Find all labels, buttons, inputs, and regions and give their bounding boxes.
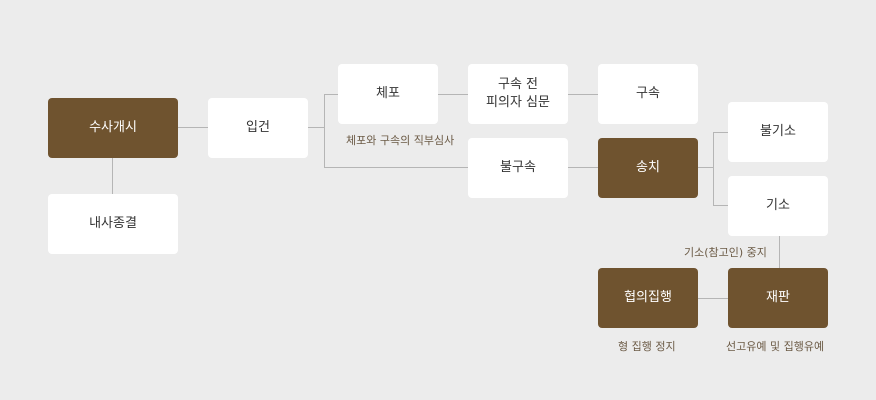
connector-arrest-to-hearing [438,94,468,95]
connector-branch-to-non-detention [324,167,468,168]
node-prosecution: 기소 [728,176,828,236]
note-arrest-review: 체포와 구속의 직부심사 [346,134,455,147]
connector-to-prosecution [713,205,728,206]
node-non-prosecution: 불기소 [728,102,828,162]
node-label: 불구속 [500,160,536,175]
node-label: 송치 [636,160,660,175]
node-label: 체포 [376,86,400,101]
connector-start-to-booking [178,127,208,128]
connector-branch-to-arrest [324,94,338,95]
node-label-line2: 피의자 심문 [486,95,550,110]
connector-start-to-closure [112,158,113,194]
node-booking: 입건 [208,98,308,158]
connector-booking-branch [308,127,324,128]
node-referral: 송치 [598,138,698,198]
node-non-detention: 불구속 [468,138,568,198]
node-negotiated-execution: 협의집행 [598,268,698,328]
connector-non-detention-to-referral [568,167,598,168]
node-label: 수사개시 [89,120,137,135]
node-label: 기소 [766,198,790,213]
note-execution-suspension: 형 집행 정지 [618,340,676,353]
node-label: 협의집행 [624,290,672,305]
connector-to-non-prosecution [713,132,728,133]
node-trial: 재판 [728,268,828,328]
connector-prosecution-to-trial [779,236,780,268]
connector-branch-vertical [324,94,325,168]
node-pre-detention-hearing: 구속 전 피의자 심문 [468,64,568,124]
connector-referral-vertical [713,132,714,206]
note-suspended-sentence: 선고유예 및 집행유예 [726,340,825,353]
node-label-line1: 구속 전 [497,77,538,92]
note-prosecution-suspension: 기소(참고인) 중지 [684,246,767,259]
node-detention: 구속 [598,64,698,124]
connector-trial-to-execution [698,298,728,299]
node-internal-closure: 내사종결 [48,194,178,254]
node-arrest: 체포 [338,64,438,124]
node-investigation-start: 수사개시 [48,98,178,158]
node-label: 재판 [766,290,790,305]
node-label: 불기소 [760,124,796,139]
connector-referral-branch [698,167,713,168]
node-label: 내사종결 [89,216,137,231]
connector-hearing-to-detention [568,94,598,95]
node-label: 구속 [636,86,660,101]
node-label: 입건 [246,120,270,135]
